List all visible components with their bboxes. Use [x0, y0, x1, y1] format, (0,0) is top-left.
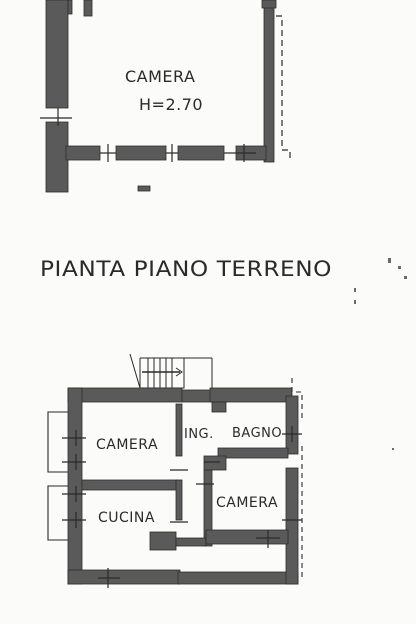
interior-wall-camera-cucina: [81, 479, 179, 491]
upper-bottom-wall: [65, 145, 101, 161]
upper-ceiling-height: H=2.70: [139, 95, 203, 114]
lower-right-wall: [285, 395, 299, 455]
scan-specks: [354, 258, 407, 450]
lower-right-dashed-outline: [291, 378, 303, 580]
upper-top-stub: [83, 0, 93, 17]
upper-left-wall-lower: [45, 121, 69, 193]
staircase: [129, 353, 213, 390]
opening-marks: [62, 426, 302, 588]
lower-top-wall: [67, 387, 183, 403]
upper-room-label: CAMERA: [125, 67, 195, 86]
plan-title: PIANTA PIANO TERRENO: [40, 257, 332, 281]
room-label-cucina: CUCINA: [98, 510, 155, 526]
lower-left-window-frames: [47, 411, 68, 541]
upper-plan: [40, 0, 291, 193]
upper-right-wall: [263, 5, 275, 163]
interior-wall-bagno-camera: [217, 447, 289, 459]
lower-plan-walls: [67, 387, 299, 585]
lower-left-wall: [67, 387, 83, 585]
room-label-ingresso: ING.: [184, 427, 214, 442]
upper-right-dashed-outline: [276, 15, 291, 162]
room-label-camera-right: CAMERA: [216, 495, 278, 511]
upper-left-wall: [45, 0, 69, 109]
room-label-bagno: BAGNO: [232, 426, 282, 441]
room-label-camera-left: CAMERA: [96, 437, 158, 453]
lower-bottom-wall: [67, 569, 181, 585]
interior-wall-ingresso: [175, 403, 183, 457]
